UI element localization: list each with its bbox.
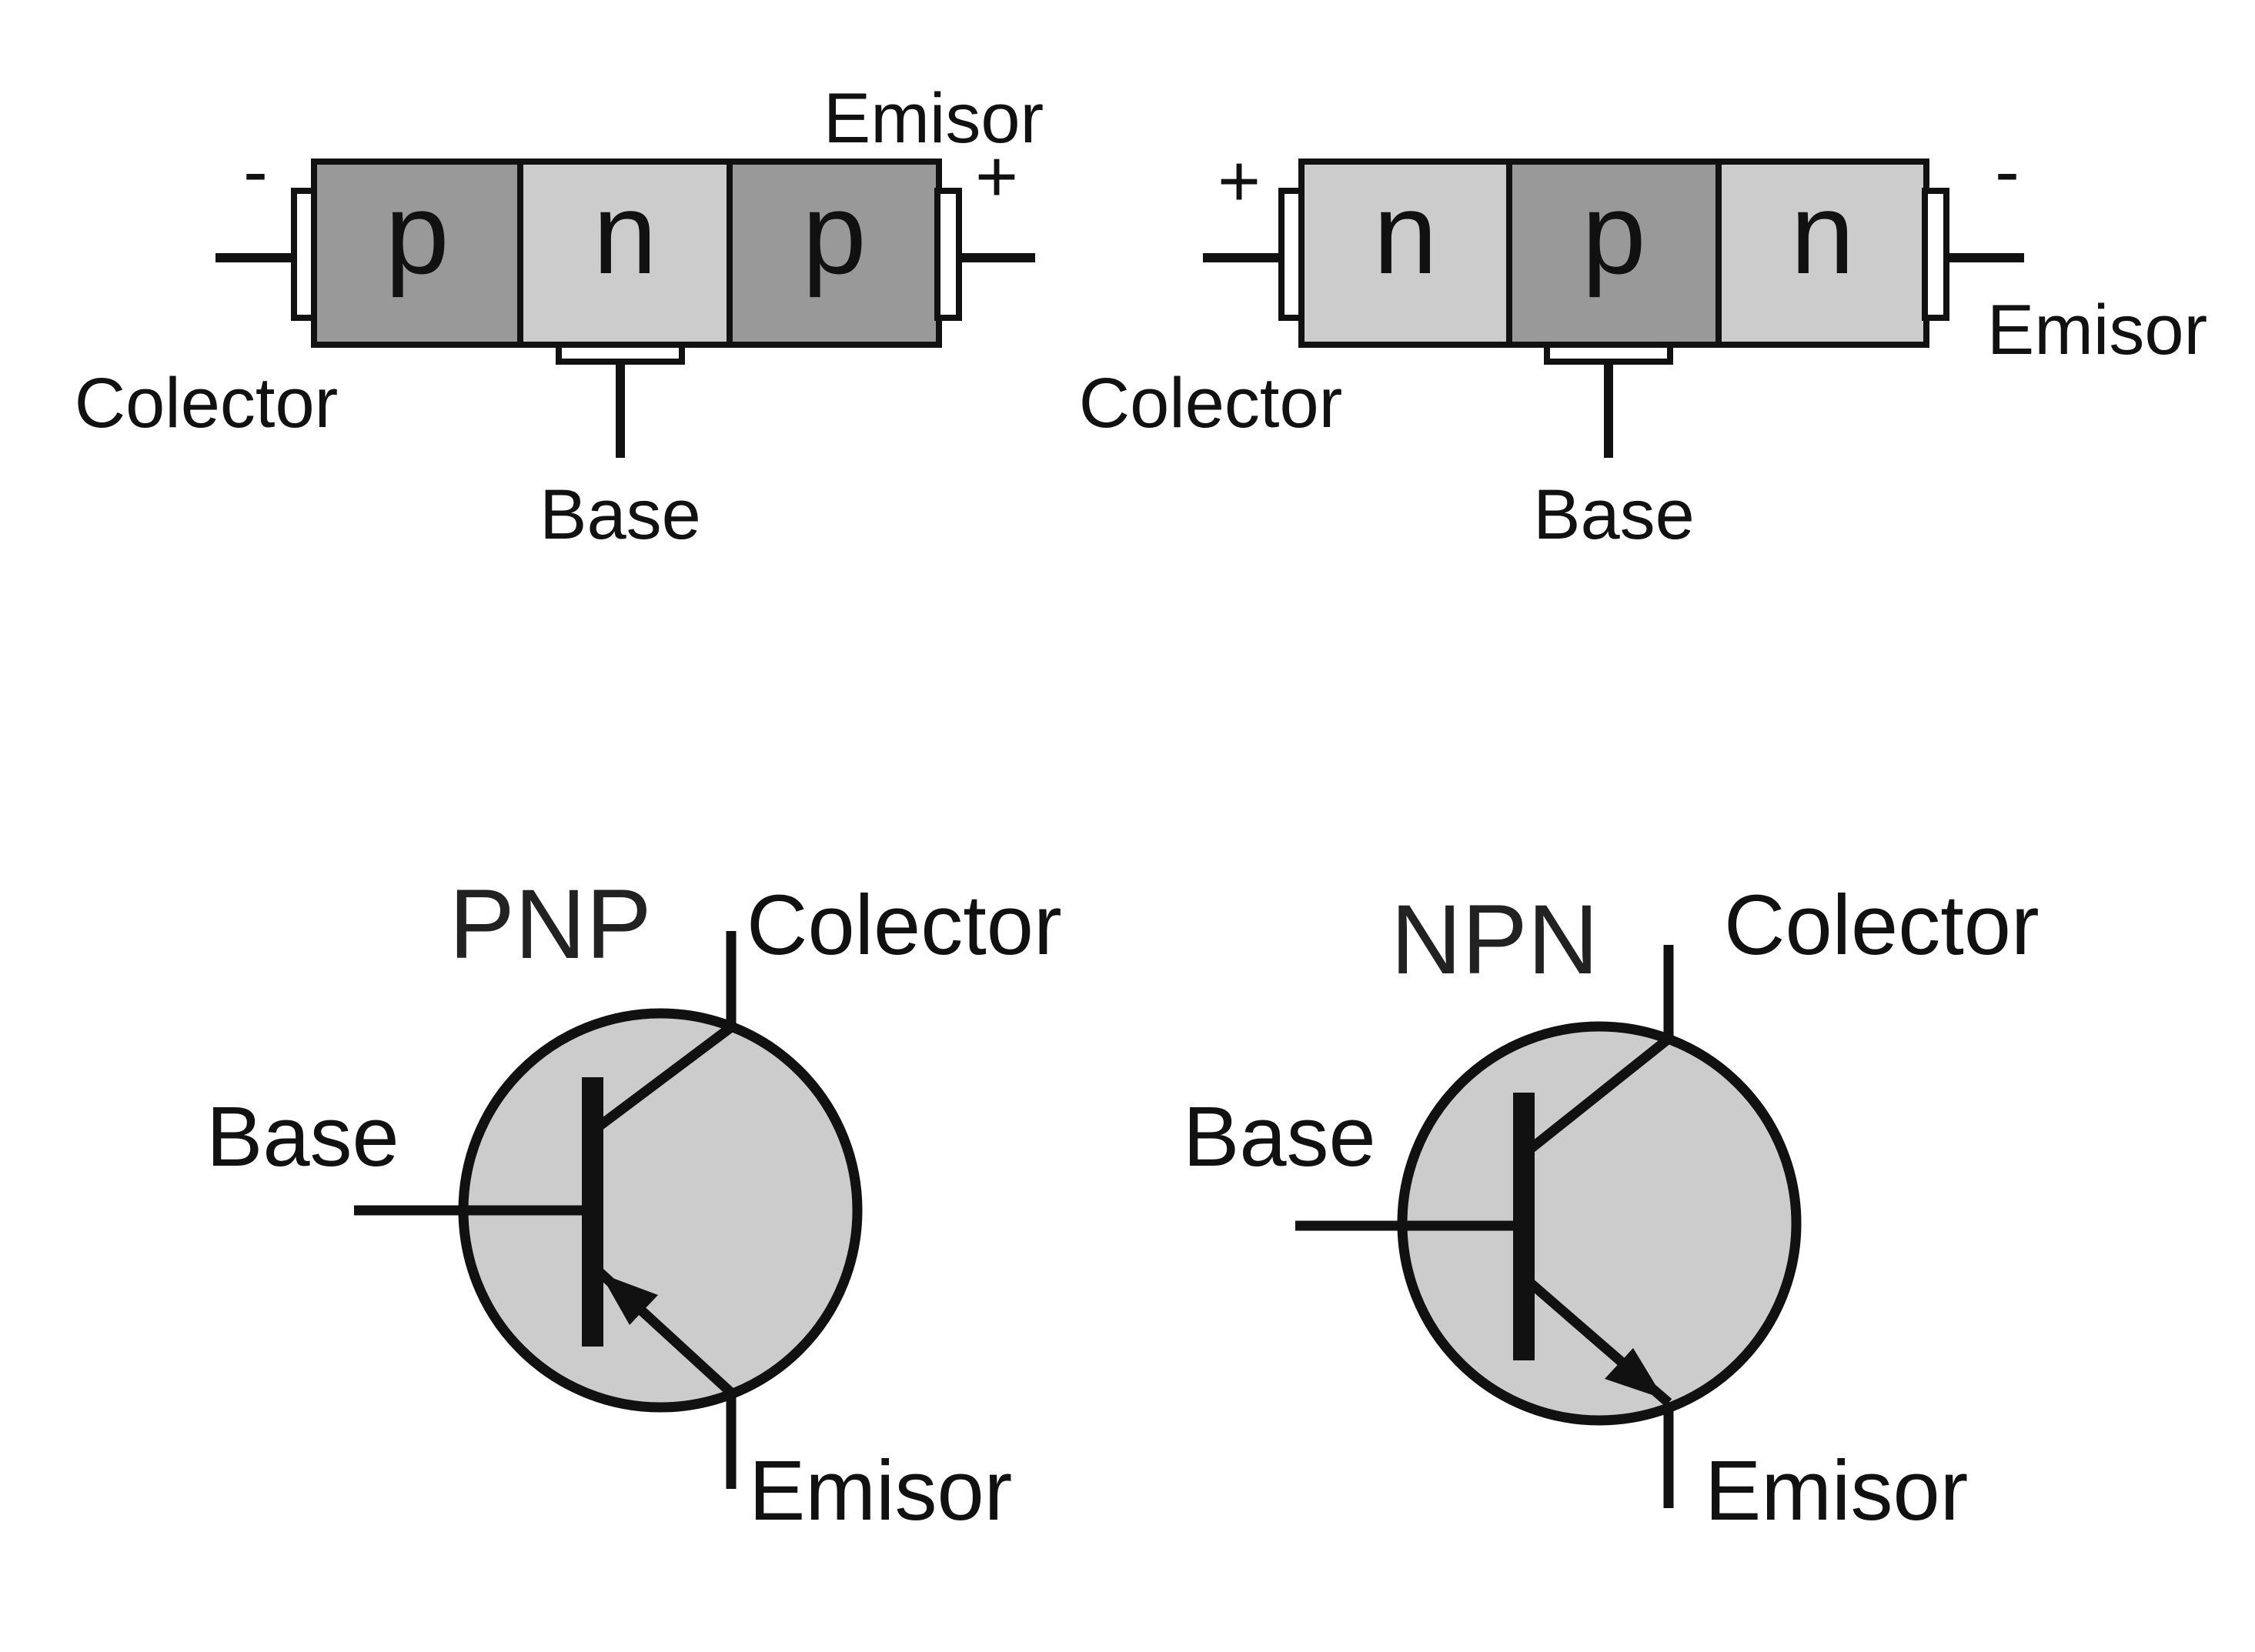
pnp-block-right-terminal [934,188,962,321]
pnp-block: p n p - + Emisor Colector Base [75,79,1044,554]
npn-block-right-polarity: - [1995,130,2019,212]
pnp-block-base-contact [556,342,685,365]
pnp-symbol-emitter-arrow-icon [600,1273,658,1325]
pnp-block-base-label: Base [540,476,701,554]
npn-symbol-collector-diagonal [1520,1034,1672,1159]
npn-block-right-terminal [1922,188,1949,321]
pnp-symbol-collector-label: Colector [747,878,1062,973]
npn-block: n p n + - Emisor Colector Base [1079,130,2207,554]
npn-symbol-emitter-arrow-icon [1605,1348,1664,1399]
npn-block-base-contact [1544,342,1673,365]
pnp-block-layer-1 [311,159,523,348]
npn-block-left-polarity: + [1218,140,1261,222]
npn-symbol: NPN Colector Base Emisor [1183,878,2040,1538]
pnp-block-layer-1-label: p [385,169,449,298]
npn-block-layer-2-label: p [1582,169,1645,298]
npn-block-collector-label: Colector [1079,364,1343,442]
npn-block-layer-3-label: n [1790,169,1854,298]
pnp-symbol-emitter-label: Emisor [749,1443,1012,1538]
pnp-block-right-polarity: + [975,135,1018,218]
npn-block-base-label: Base [1533,476,1695,554]
npn-symbol-emitter-label: Emisor [1705,1443,1968,1538]
pnp-block-collector-label: Colector [75,364,339,442]
pnp-symbol: PNP Colector Base Emisor [206,869,1062,1538]
pnp-symbol-title: PNP [449,869,651,980]
pnp-block-left-polarity: - [243,130,268,212]
npn-block-layer-1 [1298,159,1512,348]
npn-symbol-base-label: Base [1183,1090,1376,1184]
pnp-symbol-collector-diagonal [590,1023,734,1136]
npn-block-emitter-label: Emisor [1987,291,2207,369]
pnp-block-emitter-label: Emisor [823,79,1044,158]
npn-symbol-title: NPN [1391,885,1599,995]
pnp-symbol-base-label: Base [206,1090,399,1184]
pnp-block-layer-2-label: n [593,169,656,298]
npn-symbol-collector-label: Colector [1724,878,2040,973]
npn-block-layer-1-label: n [1373,169,1437,298]
pnp-block-layer-3-label: p [802,169,866,298]
